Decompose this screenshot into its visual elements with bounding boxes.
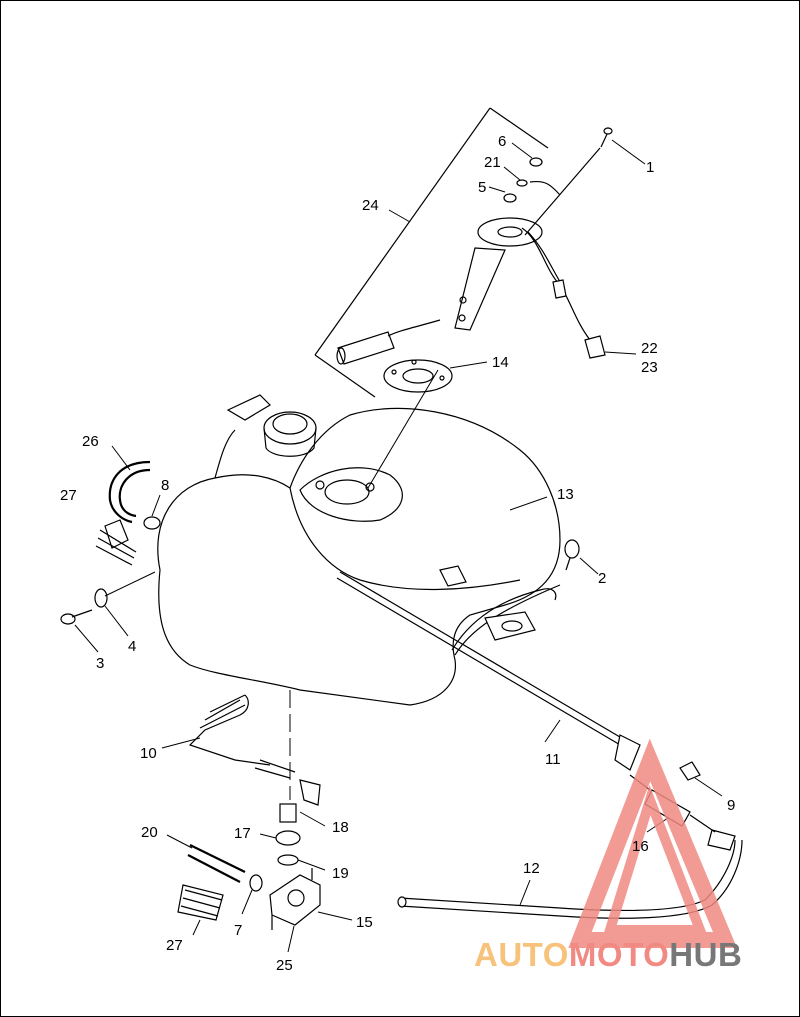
callout-11: 11 <box>545 751 561 768</box>
callout-21: 21 <box>484 154 501 171</box>
gasket <box>367 359 453 489</box>
vent-hose <box>95 460 161 566</box>
callout-10: 10 <box>140 745 157 762</box>
callout-9: 9 <box>727 797 735 814</box>
leader-lines <box>74 139 723 953</box>
callout-25: 25 <box>276 957 293 974</box>
brand-moto: MOTO <box>568 936 670 973</box>
callout-3: 3 <box>96 655 104 672</box>
fuel-line <box>188 690 321 806</box>
callout-13: 13 <box>557 486 574 503</box>
callout-24: 24 <box>362 197 379 214</box>
callout-27-upper: 27 <box>60 487 77 504</box>
petcock-valve <box>269 803 321 930</box>
fuel-tank <box>157 394 561 706</box>
callout-16: 16 <box>632 838 649 855</box>
callout-18: 18 <box>332 819 349 836</box>
callout-26: 26 <box>82 433 99 450</box>
brand-hub: HUB <box>669 936 743 973</box>
callout-12: 12 <box>523 860 540 877</box>
callout-15: 15 <box>356 914 373 931</box>
hose-20 <box>187 844 263 892</box>
callout-20: 20 <box>141 824 158 841</box>
callouts: 1 2 3 4 5 6 7 8 9 10 11 12 13 14 15 16 1… <box>60 133 735 974</box>
left-fasteners <box>60 571 156 625</box>
brand-auto: AUTO <box>474 936 569 973</box>
callout-1: 1 <box>646 159 654 176</box>
callout-7: 7 <box>234 922 242 939</box>
fuel-gauge-sender-assembly <box>314 107 606 398</box>
callout-22: 22 <box>641 340 658 357</box>
callout-5: 5 <box>478 179 486 196</box>
watermark-logo <box>568 738 737 948</box>
callout-4: 4 <box>128 638 136 655</box>
callout-6: 6 <box>498 133 506 150</box>
callout-14: 14 <box>492 354 509 371</box>
watermark-brand-text: AUTOMOTOHUB <box>474 936 796 976</box>
callout-19: 19 <box>332 865 349 882</box>
callout-8: 8 <box>161 477 169 494</box>
crossover-line <box>336 571 641 771</box>
callout-23: 23 <box>641 359 658 376</box>
screw-1 <box>524 127 613 236</box>
screw-2 <box>564 539 580 571</box>
spring-lower <box>177 884 224 921</box>
callout-2: 2 <box>598 570 606 587</box>
callout-27-lower: 27 <box>166 937 183 954</box>
callout-17: 17 <box>234 825 251 842</box>
